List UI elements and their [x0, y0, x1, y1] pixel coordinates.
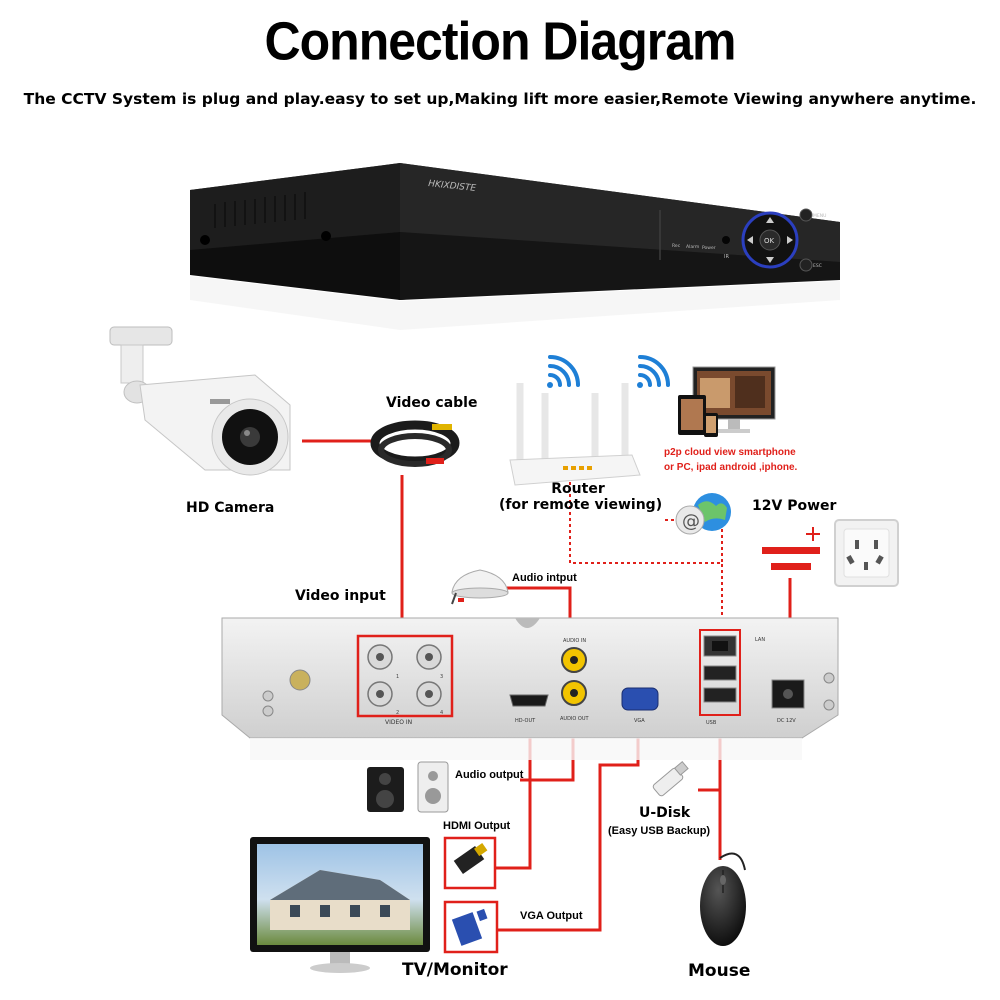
video-in-label: VIDEO IN: [385, 719, 412, 726]
udisk-label: U-Disk: [639, 805, 691, 821]
led-power: Power: [702, 245, 716, 251]
p2p-label-line2: or PC, ipad android ,iphone.: [664, 462, 798, 473]
wall-outlet-icon: [834, 519, 899, 587]
udisk-sub-label: (Easy USB Backup): [608, 825, 711, 837]
router-label-line1: Router: [551, 481, 605, 497]
hdmi-cable-icon: [443, 836, 497, 890]
video-cable-label: Video cable: [386, 395, 478, 411]
menu-label: MENU: [813, 213, 826, 219]
led-alarm: Alarm: [686, 244, 699, 250]
dc-label: DC 12V: [777, 718, 796, 724]
tv-monitor-icon: [250, 837, 430, 973]
hd-camera-icon: [109, 326, 291, 476]
ir-label: IR: [724, 254, 729, 260]
page-subtitle: The CCTV System is plug and play.easy to…: [23, 90, 977, 108]
router-icon: [509, 383, 641, 486]
power-label: 12V Power: [752, 498, 837, 514]
lan-label: LAN: [755, 637, 765, 643]
ok-label: OK: [764, 237, 775, 245]
power-symbol-icon: [762, 527, 820, 570]
wifi-icon: [637, 355, 670, 388]
led-rec: Rec: [672, 243, 681, 249]
video-cable-icon: [370, 420, 460, 467]
page-title: Connection Diagram: [264, 10, 737, 72]
bnc-number: 3: [440, 674, 443, 680]
mouse-label: Mouse: [688, 961, 751, 981]
vga-output-label: VGA Output: [520, 910, 583, 922]
bnc-number: 1: [396, 674, 399, 680]
speakers-icon: [367, 761, 449, 813]
vga-label: VGA: [634, 718, 645, 724]
video-input-label: Video input: [295, 588, 386, 604]
hdmi-output-label: HDMI Output: [443, 820, 511, 832]
hd-out-label: HD-OUT: [515, 718, 536, 724]
bnc-number: 4: [440, 710, 443, 716]
wifi-icon: [547, 355, 580, 388]
audio-out-label: AUDIO OUT: [560, 716, 590, 722]
bnc-number: 2: [396, 710, 399, 716]
audio-input-label: Audio intput: [512, 572, 577, 584]
usb-flash-drive-icon: [652, 761, 689, 797]
router-label-line2: (for remote viewing): [499, 497, 663, 513]
microphone-icon: [451, 569, 509, 605]
vga-cable-icon: [443, 900, 499, 954]
usb-label: USB: [706, 720, 717, 726]
remote-devices-icon: [678, 366, 776, 437]
router-label: Router (for remote viewing): [499, 481, 663, 513]
p2p-label-line1: p2p cloud view smartphone: [664, 447, 796, 458]
dvr-front-unit: HKIXDISTE Rec Alarm Power IR OK MENU ESC: [190, 163, 840, 330]
lan-usb-highlight-box: [699, 629, 741, 716]
ir-sensor-icon: [722, 236, 730, 244]
hdmi-output-wire: [495, 718, 532, 870]
audio-output-label: Audio output: [455, 769, 524, 781]
video-in-highlight-box: [356, 634, 454, 718]
audio-in-label: AUDIO IN: [563, 638, 586, 644]
tv-monitor-label: TV/Monitor: [402, 960, 508, 980]
cloud-globe-icon: @: [675, 493, 731, 535]
dvr-rear-panel: 1 3 2 4 VIDEO IN AUDIO IN AUDIO OUT HD-O…: [221, 617, 839, 760]
hd-camera-label: HD Camera: [186, 500, 275, 516]
mouse-icon: [700, 852, 746, 946]
esc-label: ESC: [813, 263, 822, 269]
svg-text:@: @: [682, 511, 700, 532]
